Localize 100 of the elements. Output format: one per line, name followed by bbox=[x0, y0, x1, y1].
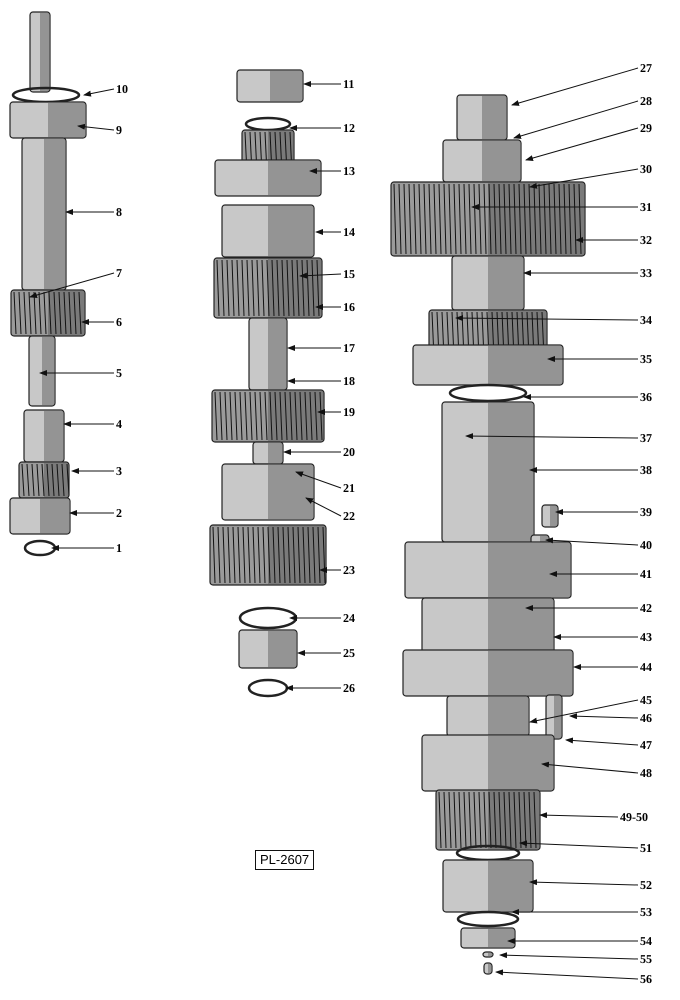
callout-number: 12 bbox=[343, 121, 355, 135]
leader-line bbox=[289, 125, 342, 131]
callout-number: 52 bbox=[640, 878, 652, 892]
callout-number: 11 bbox=[343, 77, 354, 91]
leader-line bbox=[303, 81, 342, 87]
callout-number: 25 bbox=[343, 646, 355, 660]
leader-line bbox=[507, 938, 638, 944]
callout-number: 32 bbox=[640, 233, 652, 247]
callout-number: 38 bbox=[640, 463, 652, 477]
leader-line bbox=[319, 567, 342, 573]
callout-number: 51 bbox=[640, 841, 652, 855]
leader-line bbox=[295, 472, 342, 488]
leader-line bbox=[529, 168, 638, 189]
callout-number: 39 bbox=[640, 505, 652, 519]
leader-line bbox=[39, 370, 114, 376]
callout-number: 10 bbox=[116, 82, 128, 96]
callout-number: 30 bbox=[640, 162, 652, 176]
leader-line bbox=[77, 124, 114, 130]
callout-number: 35 bbox=[640, 352, 652, 366]
leader-line bbox=[553, 634, 638, 640]
leader-line bbox=[525, 605, 638, 611]
leader-line bbox=[495, 969, 638, 980]
callout-number: 8 bbox=[116, 205, 122, 219]
leader-line bbox=[539, 812, 618, 818]
callout-number: 29 bbox=[640, 121, 652, 135]
drawing-number-box: PL-2607 bbox=[255, 850, 314, 870]
leader-line bbox=[455, 315, 638, 322]
leader-line bbox=[287, 345, 342, 351]
callout-number: 42 bbox=[640, 601, 652, 615]
callout-number: 56 bbox=[640, 972, 652, 986]
leader-line bbox=[547, 356, 638, 362]
callout-number: 33 bbox=[640, 266, 652, 280]
leader-line bbox=[69, 510, 114, 516]
leader-line bbox=[523, 394, 638, 400]
leader-line bbox=[289, 615, 342, 621]
leader-line bbox=[545, 537, 638, 546]
leader-line bbox=[465, 433, 638, 440]
leader-line bbox=[529, 879, 638, 886]
leader-line bbox=[511, 909, 638, 915]
leader-line bbox=[511, 68, 638, 106]
leader-line bbox=[63, 421, 114, 427]
leader-line bbox=[287, 378, 342, 384]
callout-number: 22 bbox=[343, 509, 355, 523]
callout-number: 27 bbox=[640, 61, 652, 75]
callout-number: 16 bbox=[343, 300, 355, 314]
leader-line bbox=[519, 840, 638, 848]
callout-number: 43 bbox=[640, 630, 652, 644]
callout-number: 23 bbox=[343, 563, 355, 577]
leader-line bbox=[309, 168, 342, 174]
callout-number: 40 bbox=[640, 538, 652, 552]
callout-number: 49-50 bbox=[620, 810, 648, 824]
leader-line bbox=[71, 468, 114, 474]
callout-number: 2 bbox=[116, 506, 122, 520]
leader-line bbox=[65, 209, 114, 215]
leader-line bbox=[315, 304, 342, 310]
callout-number: 21 bbox=[343, 481, 355, 495]
callout-number: 44 bbox=[640, 660, 652, 674]
callout-number: 37 bbox=[640, 431, 652, 445]
callout-number: 19 bbox=[343, 405, 355, 419]
leader-line bbox=[513, 100, 638, 139]
callout-number: 26 bbox=[343, 681, 355, 695]
callout-number: 13 bbox=[343, 164, 355, 178]
callout-number: 48 bbox=[640, 766, 652, 780]
callout-number: 20 bbox=[343, 445, 355, 459]
leader-line bbox=[305, 498, 342, 516]
leader-line bbox=[569, 713, 638, 720]
leader-line bbox=[565, 738, 638, 746]
callout-number: 45 bbox=[640, 693, 652, 707]
leader-line bbox=[523, 270, 638, 276]
leader-line bbox=[81, 319, 114, 325]
callout-number: 24 bbox=[343, 611, 355, 625]
leader-line bbox=[471, 204, 638, 210]
leader-line bbox=[51, 545, 114, 551]
leader-line bbox=[299, 272, 342, 279]
callout-number: 53 bbox=[640, 905, 652, 919]
leader-line bbox=[499, 952, 638, 960]
callout-number: 1 bbox=[116, 541, 122, 555]
leader-line bbox=[315, 229, 342, 235]
callout-number: 55 bbox=[640, 952, 652, 966]
leader-line bbox=[555, 509, 638, 515]
leader-line bbox=[541, 762, 638, 774]
callout-number: 18 bbox=[343, 374, 355, 388]
callout-number: 47 bbox=[640, 738, 652, 752]
leader-line bbox=[529, 700, 638, 724]
leader-line bbox=[529, 467, 638, 473]
callout-number: 54 bbox=[640, 934, 652, 948]
callout-number: 4 bbox=[116, 417, 122, 431]
leader-line bbox=[317, 409, 342, 415]
callout-number: 14 bbox=[343, 225, 355, 239]
callout-number: 46 bbox=[640, 711, 652, 725]
leader-line bbox=[549, 571, 638, 577]
callout-number: 31 bbox=[640, 200, 652, 214]
callout-number: 34 bbox=[640, 313, 652, 327]
callout-number: 28 bbox=[640, 94, 652, 108]
callout-number: 5 bbox=[116, 366, 122, 380]
leader-line bbox=[525, 128, 638, 161]
leader-line bbox=[283, 449, 342, 455]
callout-number: 9 bbox=[116, 123, 122, 137]
callout-number: 7 bbox=[116, 266, 122, 280]
callout-number: 3 bbox=[116, 464, 122, 478]
